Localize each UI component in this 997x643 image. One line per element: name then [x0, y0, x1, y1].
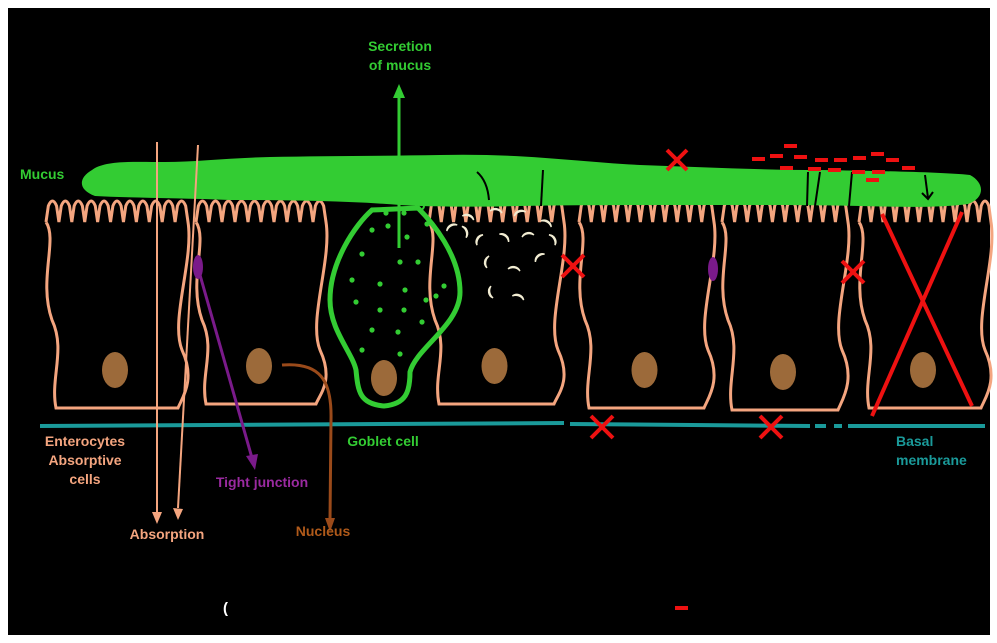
mucus-granule [424, 221, 429, 226]
pathogen-dash [828, 168, 841, 172]
basal-membrane-label-line2: membrane [896, 452, 967, 468]
mucus-granule [419, 319, 424, 324]
cell-nucleus [770, 354, 796, 390]
mucus-granule [383, 210, 388, 215]
mucus-granule [395, 329, 400, 334]
mucus-granule [369, 327, 374, 332]
mucus-granule [377, 307, 382, 312]
pathogen-dash [852, 170, 865, 174]
cell-nucleus [632, 352, 658, 388]
mucus-granule [401, 210, 406, 215]
enterocytes-label-line3: cells [69, 471, 100, 487]
mucus-granule [369, 227, 374, 232]
cell-nucleus [910, 352, 936, 388]
mucus-granule [349, 277, 354, 282]
pathogen-dash [770, 154, 783, 158]
goblet-cell-label: Goblet cell [347, 433, 419, 449]
enterocytes-label-line2: Absorptive [48, 452, 121, 468]
pathogen-dash-symbol [675, 606, 688, 610]
tight-junction-label: Tight junction [216, 474, 308, 490]
pathogen-dash [886, 158, 899, 162]
pathogen-dash [834, 158, 847, 162]
secretion-label-line2: of mucus [369, 57, 431, 73]
tight-junction [708, 257, 718, 281]
mucus-granule [441, 283, 446, 288]
mucus-granule [423, 297, 428, 302]
goblet-nucleus [371, 360, 397, 396]
pathogen-dash [902, 166, 915, 170]
cell-nucleus [482, 348, 508, 384]
mucus-granule [397, 351, 402, 356]
pathogen-dash [780, 166, 793, 170]
mucus-granule [359, 251, 364, 256]
mucus-granule [385, 223, 390, 228]
pathogen-dash [871, 152, 884, 156]
basal-membrane-label-line1: Basal [896, 433, 933, 449]
secretion-label-line1: Secretion [368, 38, 432, 54]
pathogen-dash [808, 167, 821, 171]
pathogen-dash [872, 170, 885, 174]
mucus-granule [402, 287, 407, 292]
mucus-granule [377, 281, 382, 286]
absorption-label: Absorption [130, 526, 205, 542]
mucus-granule [353, 299, 358, 304]
pathogen-dash [853, 156, 866, 160]
mucus-granule [401, 307, 406, 312]
enterocytes-label-line1: Enterocytes [45, 433, 125, 449]
nucleus-label: Nucleus [296, 523, 351, 539]
mucus-granule [404, 234, 409, 239]
mucus-granule [415, 259, 420, 264]
mucus-granule [397, 259, 402, 264]
mucus-label: Mucus [20, 166, 65, 182]
pathogen-dash [866, 178, 879, 182]
pathogen-dash [752, 157, 765, 161]
pathogen-dash [794, 155, 807, 159]
cell-nucleus [102, 352, 128, 388]
pathogen-dash [815, 158, 828, 162]
mucus-granule [359, 347, 364, 352]
pathogen-dash [784, 144, 797, 148]
bacterium-symbol: ( [223, 600, 228, 617]
mucus-granule [433, 293, 438, 298]
cell-nucleus [246, 348, 272, 384]
